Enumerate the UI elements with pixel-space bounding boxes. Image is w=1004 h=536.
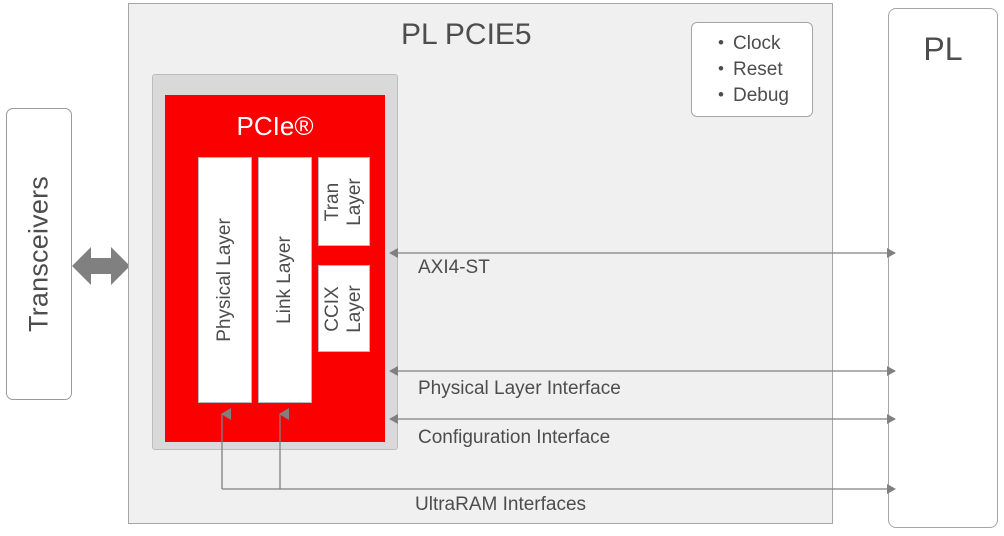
interface-label-physical-layer-interface: Physical Layer Interface	[418, 378, 621, 399]
link-layer-label: Link Layer	[274, 236, 295, 324]
signals-list: Clock Reset Debug	[692, 30, 812, 109]
signals-box: Clock Reset Debug	[691, 22, 813, 117]
transceivers-bidirectional-arrow	[72, 247, 130, 285]
pl-block: PL	[888, 8, 998, 528]
pl-block-label: PL	[923, 31, 963, 67]
physical-layer-box: Physical Layer	[198, 157, 252, 403]
pcie-title: PCIe®	[236, 111, 314, 141]
signal-item-clock: Clock	[718, 30, 812, 57]
interface-label-axi4-st: AXI4-ST	[418, 257, 490, 278]
interface-label-configuration-interface: Configuration Interface	[418, 427, 611, 448]
pl-pcie5-title: PL PCIE5	[401, 18, 532, 51]
interface-label-ultraram-interfaces: UltraRAM Interfaces	[415, 494, 587, 515]
transceivers-label: Transceivers	[23, 176, 54, 332]
transceivers-block: Transceivers	[6, 108, 72, 400]
signal-item-debug: Debug	[718, 82, 812, 109]
physical-layer-label: Physical Layer	[214, 218, 235, 342]
signal-item-reset: Reset	[718, 56, 812, 83]
link-layer-box: Link Layer	[258, 157, 312, 403]
